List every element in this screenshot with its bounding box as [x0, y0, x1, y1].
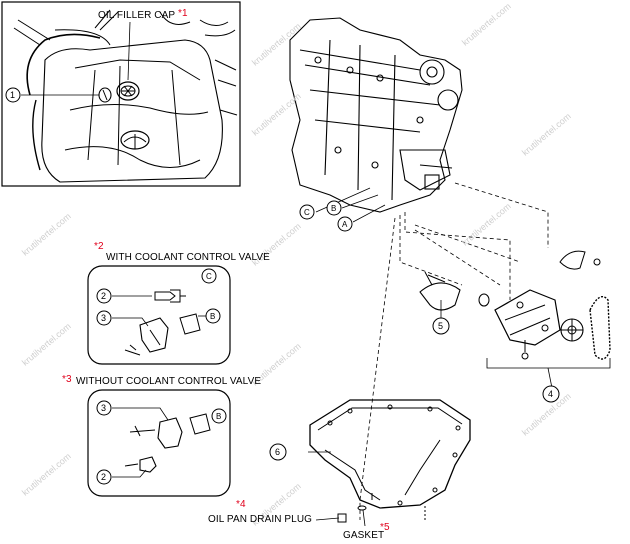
- oil-filler-cap-label: OIL FILLER CAP: [98, 10, 176, 21]
- callout-B-engine-text: B: [331, 204, 337, 213]
- without-ccv-label: WITHOUT COOLANT CONTROL VALVE: [76, 376, 262, 387]
- callout-5: [432, 317, 450, 335]
- callout-B-with-text: B: [210, 312, 216, 321]
- callout-C-engine: [299, 204, 315, 220]
- callout-4: [542, 385, 560, 403]
- callout-A-engine: [337, 216, 353, 232]
- callout-C-with-text: C: [206, 272, 212, 281]
- without-ccv-box: [87, 389, 231, 497]
- callout-3-without: [96, 400, 112, 416]
- gasket-label: GASKET: [343, 530, 385, 541]
- callout-6: [269, 443, 287, 461]
- callout-1-inset: [5, 87, 21, 103]
- callout-2-without: [96, 469, 112, 485]
- ref-1: *1: [178, 8, 188, 19]
- callout-2-without-text: 2: [101, 472, 107, 482]
- with-ccv-label: WITH COOLANT CONTROL VALVE: [106, 252, 270, 263]
- callout-3-with: [96, 310, 112, 326]
- callout-3-with-text: 3: [101, 313, 107, 323]
- callout-4-text: 4: [548, 389, 554, 399]
- callout-6-text: 6: [275, 447, 281, 457]
- callout-B-with: [205, 308, 221, 324]
- ref-5: *5: [380, 522, 390, 533]
- callout-B-without: [211, 408, 227, 424]
- callout-B-without-text: B: [216, 412, 222, 421]
- callout-A-engine-text: A: [342, 220, 348, 229]
- callout-2-with-text: 2: [101, 291, 107, 301]
- ref-2: *2: [94, 241, 104, 252]
- ref-3: *3: [62, 374, 72, 385]
- callout-C-with: [201, 268, 217, 284]
- callout-circles: [5, 87, 560, 485]
- callout-C-engine-text: C: [304, 208, 310, 217]
- oil-pan-drain-plug-label: OIL PAN DRAIN PLUG: [208, 514, 313, 525]
- callout-B-engine: [326, 200, 342, 216]
- oil-pan: [308, 399, 471, 527]
- dashed-guides: [359, 182, 549, 520]
- oil-pump-assembly: [419, 250, 611, 389]
- callout-5-text: 5: [438, 321, 444, 331]
- callout-2-with: [96, 288, 112, 304]
- callout-3-without-text: 3: [101, 403, 107, 413]
- ref-4: *4: [236, 499, 246, 510]
- oil-filler-inset: [1, 1, 241, 187]
- with-ccv-box: [87, 265, 231, 365]
- engine-block: [289, 17, 463, 213]
- callout-1-inset-text: 1: [10, 90, 16, 100]
